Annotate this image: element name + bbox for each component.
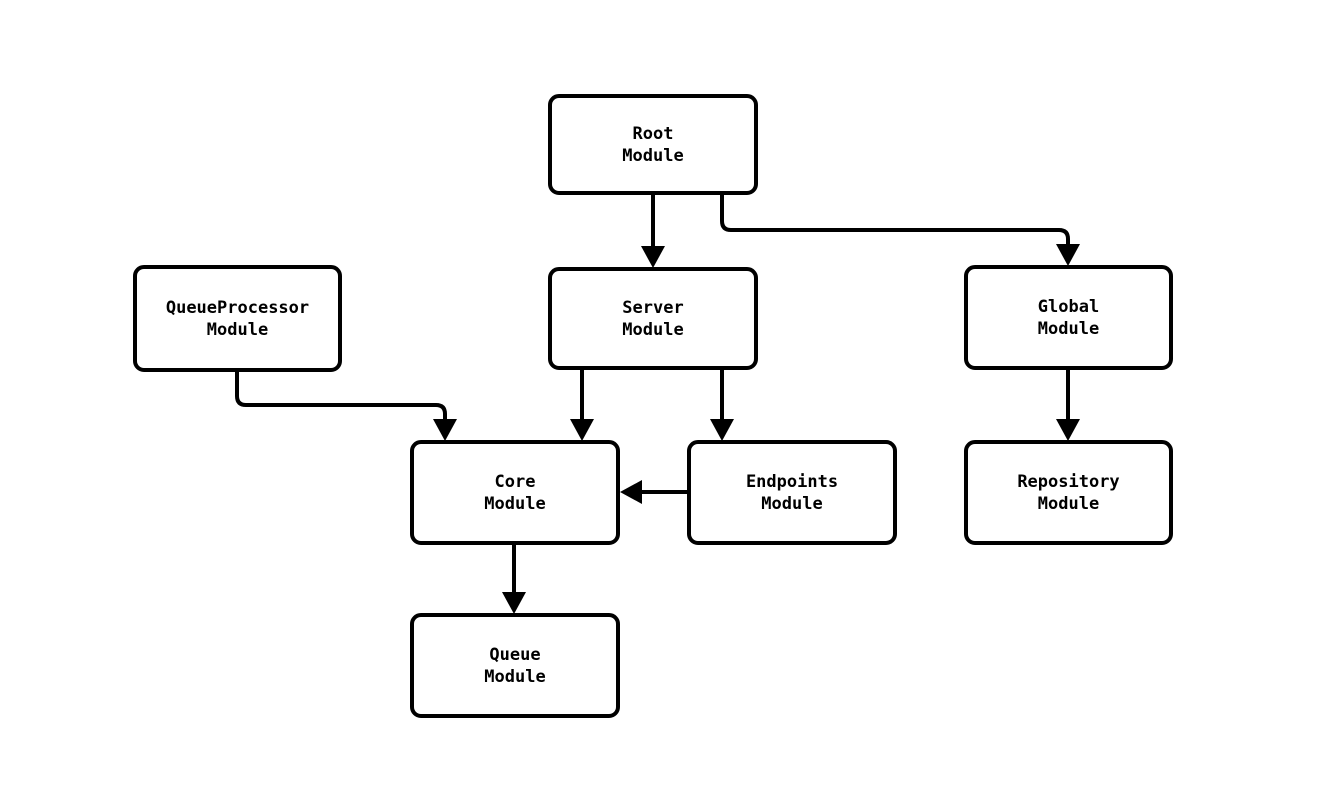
edge-server-core (570, 370, 594, 441)
node-core-module[interactable]: Core Module (410, 440, 620, 545)
node-core-module-label: Core Module (484, 471, 546, 514)
node-endpoints-module[interactable]: Endpoints Module (687, 440, 897, 545)
node-global-module[interactable]: Global Module (964, 265, 1173, 370)
node-server-module-label: Server Module (622, 297, 684, 340)
node-queueprocessor-module-label: QueueProcessor Module (165, 297, 310, 340)
node-endpoints-module-label: Endpoints Module (745, 471, 839, 514)
edge-endpoints-core (620, 480, 687, 504)
node-queue-module-label: Queue Module (484, 644, 546, 687)
node-queue-module[interactable]: Queue Module (410, 613, 620, 718)
edge-core-queue (502, 545, 526, 614)
node-repository-module[interactable]: Repository Module (964, 440, 1173, 545)
node-server-module[interactable]: Server Module (548, 267, 758, 370)
node-root-module-label: Root Module (622, 123, 684, 166)
edge-queueprocessor-core (235, 372, 457, 441)
node-repository-module-label: Repository Module (1017, 471, 1120, 514)
node-root-module[interactable]: Root Module (548, 94, 758, 195)
edge-server-endpoints (710, 370, 734, 441)
node-global-module-label: Global Module (1037, 296, 1100, 339)
edge-global-repository (1056, 370, 1080, 441)
node-queueprocessor-module[interactable]: QueueProcessor Module (133, 265, 342, 372)
edge-root-server (641, 195, 665, 268)
edge-root-global (720, 195, 1080, 266)
